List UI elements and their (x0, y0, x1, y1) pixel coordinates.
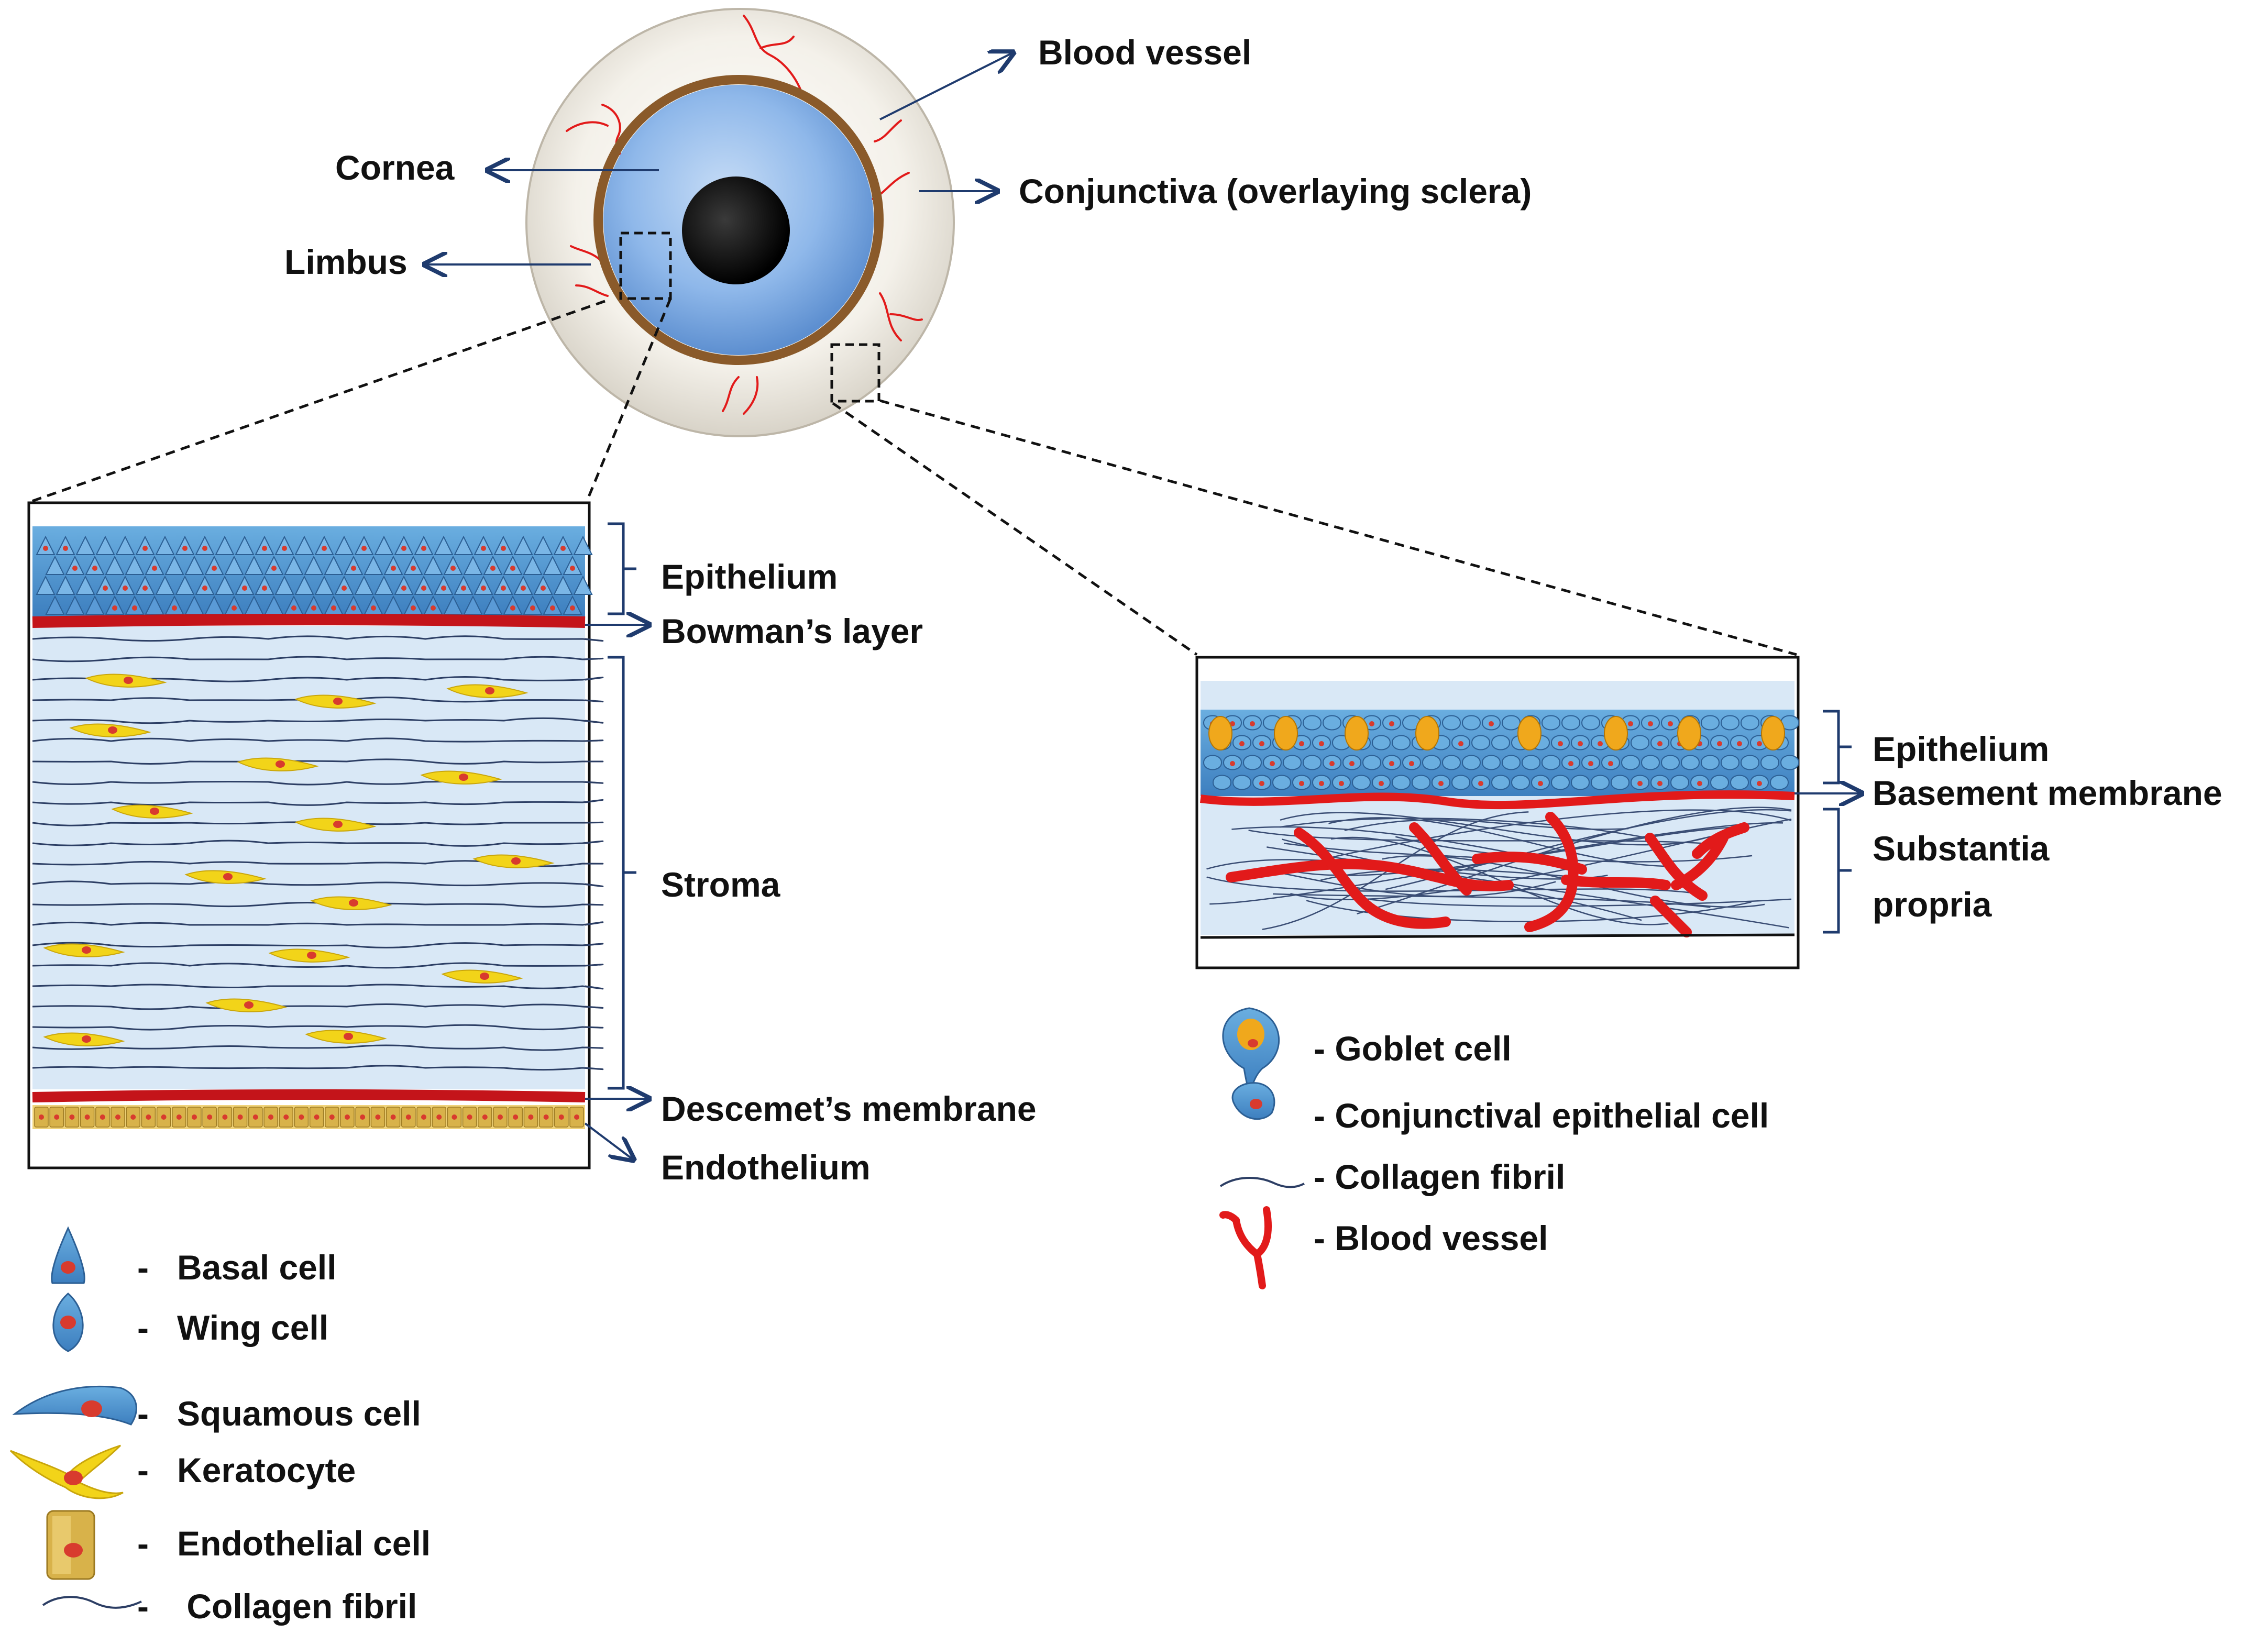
legend-blood-vessel-label: - Blood vessel (1314, 1219, 1548, 1257)
cornea-legend-labels: - Basal cell - Wing cell - Squamous cell… (137, 1248, 431, 1626)
legend-collagen-fibril-label: - Collagen fibril (1314, 1157, 1565, 1196)
label-stroma: Stroma (661, 865, 781, 904)
squamous-cell-icon (12, 1386, 137, 1426)
conjunctiva-brackets (1823, 710, 1852, 934)
conjunctiva-bottom-line (1200, 933, 1795, 939)
label-conjunctiva: Conjunctiva (overlaying sclera) (1019, 172, 1532, 211)
zoom-lines (30, 298, 1797, 656)
legend-conjunctival-epithelial-cell-label: - Conjunctival epithelial cell (1314, 1096, 1769, 1135)
legend-dash: - (137, 1308, 149, 1347)
pupil (682, 176, 790, 284)
legend-endothelial-cell-label: Endothelial cell (177, 1524, 431, 1563)
conjunctiva-legend (1219, 1007, 1305, 1289)
legend-collagen-fibril-label: Collagen fibril (177, 1587, 417, 1626)
label-descemets-membrane: Descemet’s membrane (661, 1089, 1037, 1128)
eyeball (525, 8, 955, 437)
goblet-cell-icon (1222, 1007, 1280, 1091)
legend-keratocyte-label: Keratocyte (177, 1451, 356, 1489)
label-propria: propria (1873, 885, 1992, 924)
cornea-endothelium (32, 1105, 585, 1129)
legend-dash: - (137, 1524, 149, 1563)
legend-dash: - (137, 1394, 149, 1433)
label-cornea-epithelium: Epithelium (661, 557, 838, 596)
eye-label-arrows (424, 52, 1014, 264)
cornea-label-arrows (584, 625, 649, 1160)
basal-cell-icon (51, 1226, 85, 1284)
conjunctiva-legend-labels: - Goblet cell - Conjunctival epithelial … (1314, 1029, 1769, 1257)
legend-goblet-cell-label: - Goblet cell (1314, 1029, 1512, 1068)
basement-membrane (1199, 790, 1795, 810)
legend-wing-cell-label: Wing cell (177, 1308, 328, 1347)
legend-dash: - (137, 1451, 149, 1489)
label-limbus: Limbus (284, 242, 408, 281)
label-basement-membrane: Basement membrane (1873, 774, 2222, 812)
cornea-brackets (608, 522, 636, 1090)
conjunctiva-zoom-box (830, 343, 880, 403)
bowmans-layer (32, 614, 586, 628)
label-endothelium: Endothelium (661, 1148, 871, 1187)
conjunctiva-epithelium (1201, 710, 1800, 796)
wing-cell-icon (52, 1293, 84, 1352)
conjunctiva-blood-vessels (1226, 812, 1749, 937)
label-bowmans-layer: Bowman’s layer (661, 612, 923, 650)
legend-dash: - (137, 1248, 149, 1287)
endothelial-cell-icon (46, 1510, 95, 1580)
legend-squamous-cell-label: Squamous cell (177, 1394, 421, 1433)
conjunctival-epithelial-cell-icon (1231, 1082, 1275, 1120)
collagen-fibril-legend-icon (42, 1596, 142, 1609)
descemets-membrane (32, 1089, 586, 1102)
cornea-epithelium (32, 526, 593, 616)
label-substantia: Substantia (1873, 829, 2050, 868)
label-cornea: Cornea (335, 148, 455, 187)
label-blood-vessel: Blood vessel (1038, 33, 1251, 72)
collagen-fibril-legend-icon (1219, 1176, 1305, 1188)
cornea-keratocytes (43, 674, 555, 1046)
keratocyte-icon (9, 1444, 124, 1499)
conjunctiva-cross-section (1195, 656, 1800, 969)
legend-dash: - (137, 1587, 149, 1626)
limbus-zoom-box (619, 231, 672, 300)
cornea-cross-section (27, 501, 604, 1169)
legend-basal-cell-label: Basal cell (177, 1248, 337, 1287)
blood-vessel-icon (1219, 1206, 1272, 1289)
limbus-ring (593, 75, 884, 365)
label-conjunctiva-epithelium: Epithelium (1873, 730, 2049, 768)
cornea-legend (9, 1226, 142, 1609)
